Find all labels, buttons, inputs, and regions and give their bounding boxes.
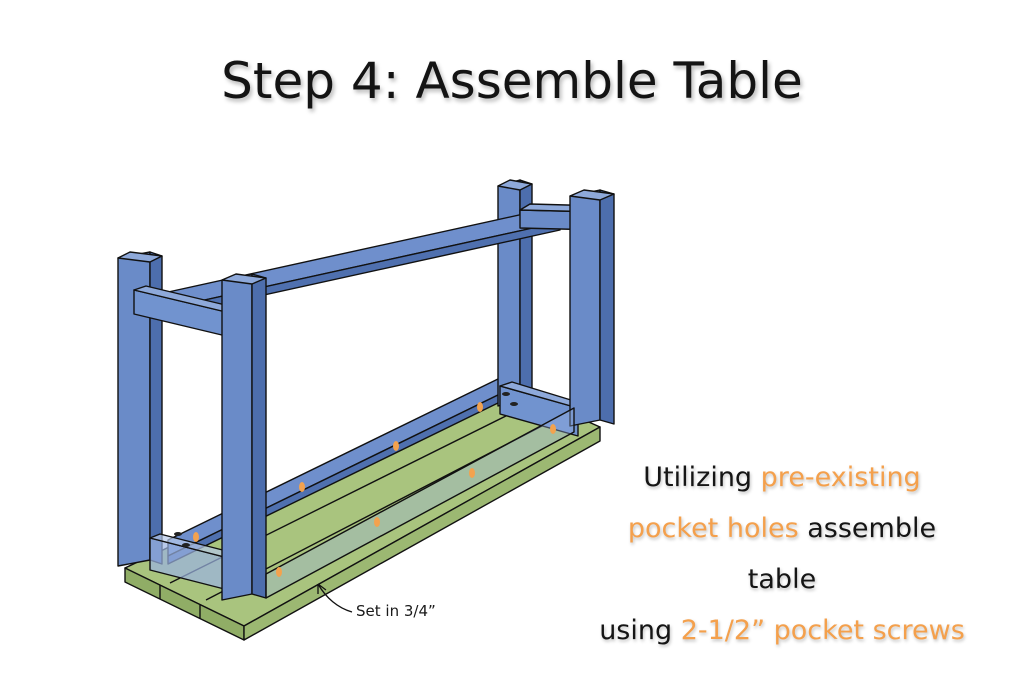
pocket-hole	[193, 532, 199, 542]
pocket-holes	[193, 402, 556, 577]
annotation-arrow	[317, 583, 353, 613]
pocket-hole	[299, 482, 305, 492]
pocket-hole	[469, 468, 475, 478]
caption-line-1: Utilizing pre-existing	[643, 462, 921, 493]
shelf-right-face	[243, 426, 601, 641]
pocket-hole	[477, 402, 483, 412]
front-bottom-apron	[265, 407, 575, 599]
front-right-leg	[569, 189, 615, 427]
instruction-caption: Utilizing pre-existing pocket holes asse…	[596, 452, 968, 656]
pocket-hole	[374, 517, 380, 527]
pocket-hole	[550, 424, 556, 434]
set-in-annotation: Set in 3/4”	[356, 602, 436, 620]
caption-line-2: pocket holes assemble table	[627, 513, 937, 595]
apron-screw-holes	[174, 392, 518, 547]
front-left-leg	[221, 273, 267, 601]
pocket-hole	[276, 567, 282, 577]
pocket-hole	[393, 441, 399, 451]
caption-line-3: using 2-1/2” pocket screws	[599, 615, 965, 646]
page-title: Step 4: Assemble Table	[221, 52, 803, 110]
